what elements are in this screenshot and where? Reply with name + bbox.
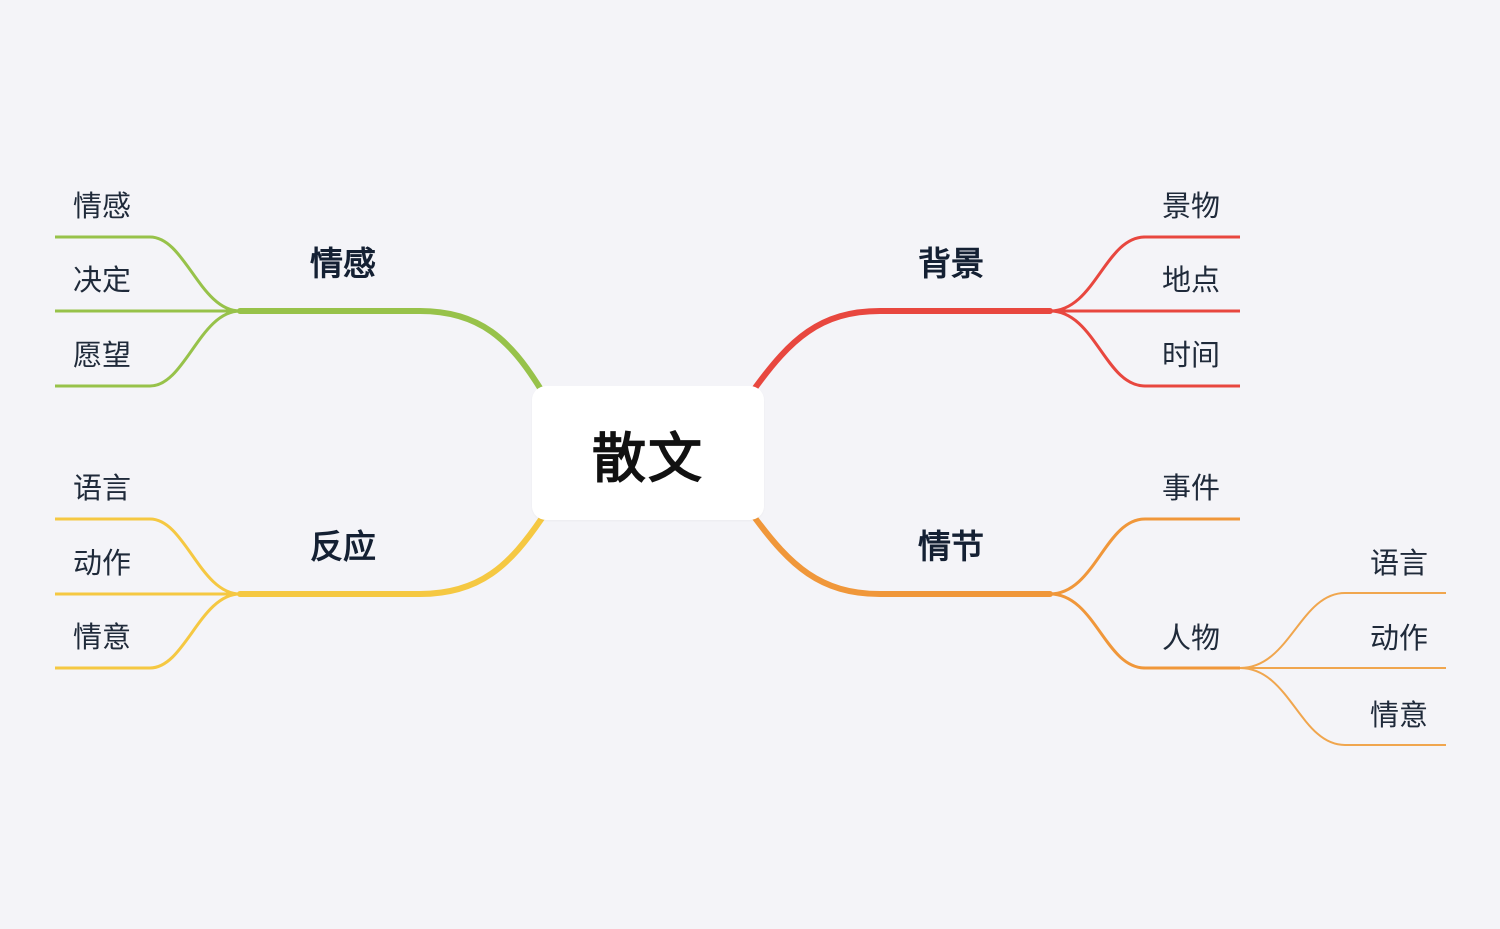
branch-plot[interactable]: 情节: [918, 527, 984, 566]
branch-background[interactable]: 背景: [918, 244, 984, 283]
leaf-emotion-3[interactable]: 愿望: [73, 338, 132, 372]
connector-background-leaf-3: [1049, 309, 1240, 388]
root-node[interactable]: 散文: [532, 386, 764, 520]
connector-root-emotion: [237, 308, 543, 391]
branch-emotion[interactable]: 情感: [310, 244, 376, 283]
connector-plot-person: [1049, 592, 1240, 670]
leaf-person-1[interactable]: 语言: [1370, 546, 1429, 580]
leaf-background-3[interactable]: 时间: [1162, 338, 1221, 372]
branch-reaction[interactable]: 反应: [310, 527, 376, 566]
leaf-plot-person[interactable]: 人物: [1162, 621, 1221, 655]
leaf-background-2[interactable]: 地点: [1162, 263, 1221, 297]
connector-reaction-leaf-1: [55, 517, 241, 596]
leaf-person-2[interactable]: 动作: [1370, 621, 1429, 655]
connector-reaction-leaf-3: [55, 592, 241, 670]
leaf-plot-event[interactable]: 事件: [1162, 471, 1221, 505]
connector-emotion-leaf-3: [55, 309, 241, 388]
leaf-reaction-3[interactable]: 情意: [73, 620, 132, 654]
leaf-person-3[interactable]: 情意: [1370, 698, 1429, 732]
leaf-background-1[interactable]: 景物: [1162, 189, 1221, 223]
connector-background-leaf-1: [1049, 235, 1240, 313]
leaf-emotion-1[interactable]: 情感: [73, 189, 132, 223]
connector-person-leaf-3: [1239, 667, 1446, 746]
root-label: 散文: [592, 426, 704, 490]
connector-root-plot: [752, 515, 1053, 597]
leaf-reaction-1[interactable]: 语言: [73, 471, 132, 505]
leaf-reaction-2[interactable]: 动作: [73, 546, 132, 580]
connector-root-background: [752, 308, 1053, 391]
leaf-emotion-2[interactable]: 决定: [73, 263, 132, 297]
connector-plot-event: [1049, 517, 1240, 596]
connector-root-reaction: [237, 515, 545, 597]
connector-person-leaf-1: [1239, 592, 1446, 669]
connector-emotion-leaf-1: [55, 235, 241, 313]
